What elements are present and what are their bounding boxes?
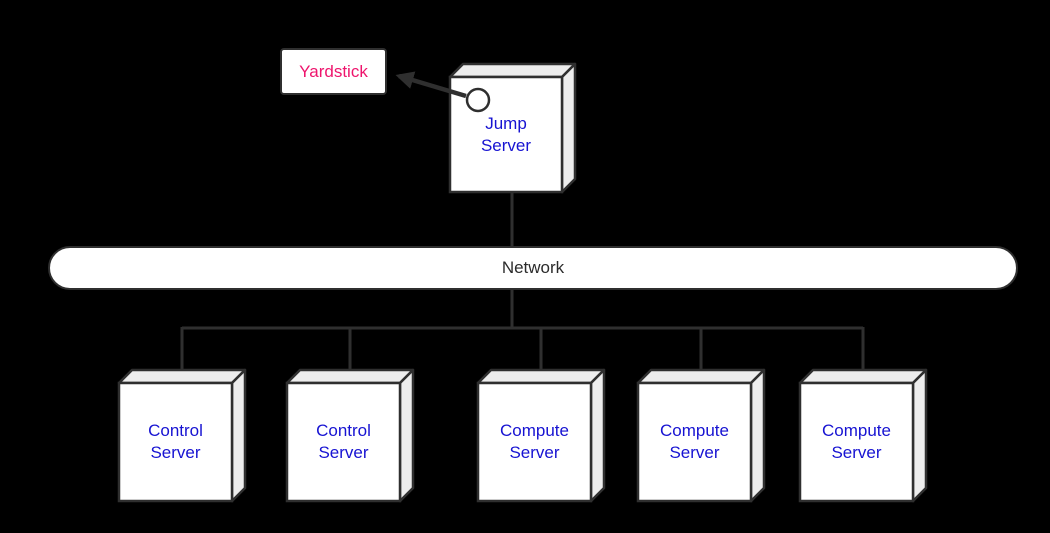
compute-server-2-front-face [636,381,753,503]
yardstick-node: Yardstick [280,48,387,95]
compute-server-1-box [476,368,606,503]
control-server-1-top-face [117,368,247,385]
compute-server-1-side-face [589,368,606,503]
arrow-jumpserver-to-yardstick [395,71,467,99]
control-server-1-front-face [117,381,234,503]
compute-server-1-front-face [476,381,593,503]
jump-server-box-top-face [448,62,577,79]
control-server-1-side-face [230,368,247,503]
jump-server-box-side-face [560,62,577,194]
control-server-2-box [285,368,415,503]
jump-server-box [448,62,577,194]
compute-server-3-box [798,368,928,503]
compute-server-3-top-face [798,368,928,385]
control-server-2-front-face [285,381,402,503]
compute-server-2-top-face [636,368,766,385]
jump-server-port-circle [465,87,491,113]
compute-server-2-box [636,368,766,503]
compute-server-1-top-face [476,368,606,385]
control-server-2-side-face [398,368,415,503]
network-label: Network [501,258,565,277]
compute-server-3-front-face [798,381,915,503]
yardstick-label: Yardstick [299,61,368,81]
control-server-1-box [117,368,247,503]
control-server-2-top-face [285,368,415,385]
network-node: Network [48,246,1018,290]
jump-server-box-front-face [448,75,564,194]
compute-server-3-side-face [911,368,928,503]
compute-server-2-side-face [749,368,766,503]
